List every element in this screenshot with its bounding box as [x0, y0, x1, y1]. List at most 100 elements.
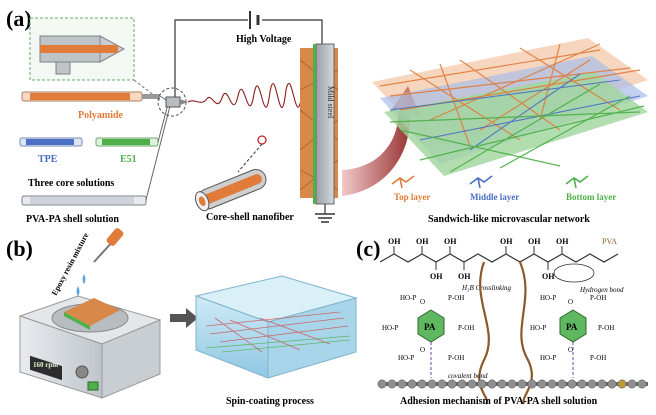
crosslinking-label: H₃B Crosslinking	[461, 284, 512, 292]
panel-c-tag: (c)	[356, 236, 380, 261]
svg-text:OH: OH	[388, 237, 401, 246]
feed-line-1	[159, 95, 167, 101]
hydrogen-bond-ellipse	[553, 263, 595, 283]
covalent-bond-label: covalent bond	[448, 372, 488, 380]
substrate-atom	[477, 379, 487, 389]
shell-solution-label: PVA-PA shell solution	[26, 214, 119, 225]
rpm-display	[30, 355, 62, 381]
svg-text:P-OH: P-OH	[448, 294, 464, 302]
svg-text:HO-P: HO-P	[540, 354, 556, 362]
svg-text:P-OH: P-OH	[458, 324, 474, 332]
substrate-atom	[417, 379, 427, 389]
svg-text:O: O	[420, 346, 425, 354]
svg-text:OH: OH	[444, 237, 457, 246]
svg-text:HO-P: HO-P	[530, 324, 546, 332]
svg-text:P-OH: P-OH	[590, 294, 606, 302]
svg-text:HO-P: HO-P	[540, 294, 556, 302]
svg-text:O: O	[420, 298, 425, 306]
sandwich-network	[372, 38, 648, 176]
legend-top-layer-icon	[391, 175, 415, 189]
substrate-edge	[64, 312, 90, 330]
mild-steel-label: Mild steel	[326, 86, 335, 119]
substrate-atom	[387, 379, 397, 389]
substrate-atom	[627, 379, 637, 389]
svg-text:OH: OH	[528, 237, 541, 246]
middle-layer-label: Middle layer	[470, 192, 519, 202]
process-arrow	[170, 308, 198, 328]
hydrogen-bond-label: Hydrogen bond	[579, 286, 624, 294]
substrate-atom	[437, 379, 447, 389]
svg-text:OH: OH	[500, 237, 513, 246]
substrate-atom	[497, 379, 507, 389]
substrate-atom	[517, 379, 527, 389]
substrate-atom	[557, 379, 567, 389]
substrate-atom	[427, 379, 437, 389]
svg-text:HO-P: HO-P	[400, 294, 416, 302]
svg-text:P-OH: P-OH	[598, 324, 614, 332]
substrate-atom	[617, 379, 627, 389]
substrate-atom	[567, 379, 577, 389]
nozzle-stem	[55, 61, 71, 75]
polyamide-label: Polyamide	[78, 110, 124, 121]
phosphate-groups-right: HO-P P-OH HO-P P-OH HO-P P-OH O O	[530, 294, 614, 362]
pva-backbone	[379, 253, 619, 263]
dropper-icon	[93, 228, 124, 263]
syringe-e51	[95, 137, 159, 147]
panel-a-tag: (a)	[6, 6, 32, 31]
substrate-atom	[537, 379, 547, 389]
substrate-atom	[587, 379, 597, 389]
substrate-atom	[607, 379, 617, 389]
adhesion-caption: Adhesion mechanism of PVA-PA shell solut…	[400, 396, 598, 407]
svg-text:OH: OH	[542, 272, 555, 281]
embedded-fibers	[205, 311, 349, 353]
feed-line-3	[145, 105, 171, 201]
substrate-atom	[597, 379, 607, 389]
drop-1	[82, 274, 86, 284]
phosphate-groups-left: HO-P P-OH HO-P P-OH HO-P P-OH O O	[382, 294, 474, 362]
pva-chain-right	[518, 261, 533, 405]
spinneret	[165, 96, 181, 108]
syringe-polyamide	[21, 91, 160, 102]
substrate-atom	[637, 379, 647, 389]
svg-text:OH: OH	[458, 272, 471, 281]
wire-right	[262, 19, 323, 50]
spinneret-needle	[180, 99, 188, 105]
e51-label: E51	[120, 154, 137, 165]
substrate-atom	[547, 379, 557, 389]
electrospinning-jet	[187, 82, 303, 108]
syringe-tpe	[19, 137, 83, 147]
pva-label: PVA	[602, 237, 617, 246]
svg-text:O: O	[568, 298, 573, 306]
top-layer-label: Top layer	[394, 192, 430, 202]
nanofiber-label: Core-shell nanofiber	[206, 212, 294, 223]
wire-left	[174, 19, 248, 100]
substrate-atom	[467, 379, 477, 389]
substrate-atom	[457, 379, 467, 389]
substrate-atom	[577, 379, 587, 389]
pa-label-right: PA	[566, 322, 578, 332]
substrate-atom	[447, 379, 457, 389]
nanofiber-leader	[237, 143, 263, 173]
svg-text:OH: OH	[556, 237, 569, 246]
embedded-fibers-green	[205, 335, 351, 353]
collector-green-layer	[313, 44, 316, 204]
rpm-label: 160 rpm	[33, 361, 58, 369]
substrate-atom	[377, 379, 387, 389]
syringe-shell	[21, 195, 147, 206]
panel-b-tag: (b)	[6, 236, 33, 261]
substrate-atom	[507, 379, 517, 389]
resin-block-side	[267, 297, 357, 379]
jet-zoom-circle	[257, 135, 267, 145]
substrate-atom	[407, 379, 417, 389]
substrate-atom	[527, 379, 537, 389]
substrate-atom	[487, 379, 497, 389]
legend-bottom-layer-icon	[565, 175, 589, 189]
spin-coating-caption: Spin-coating process	[226, 396, 314, 407]
power-switch	[87, 381, 99, 391]
legend-middle-layer-icon	[469, 175, 493, 189]
nozzle-core-stream	[40, 45, 118, 53]
svg-text:P-OH: P-OH	[590, 354, 606, 362]
svg-text:O: O	[568, 346, 573, 354]
